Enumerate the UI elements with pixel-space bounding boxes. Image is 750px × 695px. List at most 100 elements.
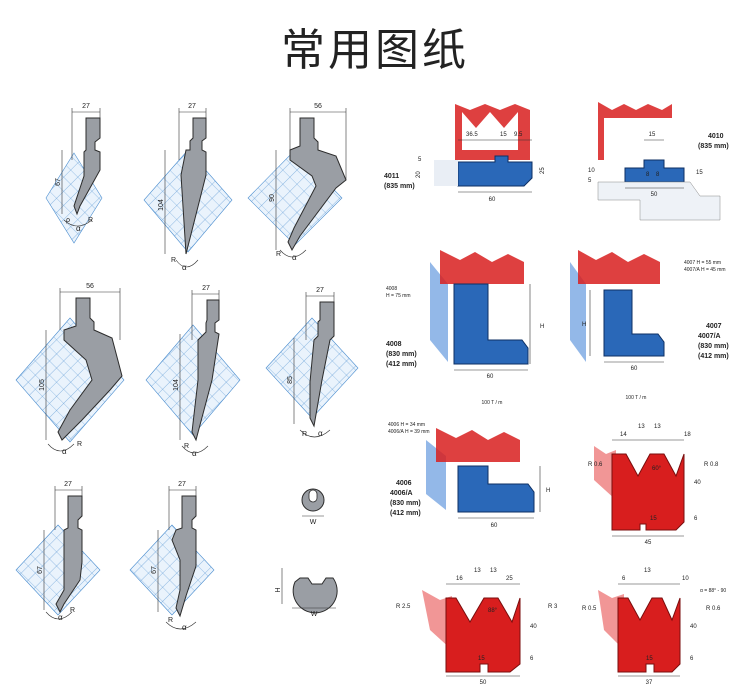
punch-profile (287, 117, 347, 252)
die-block (624, 159, 685, 183)
svg-text:15: 15 (650, 516, 657, 522)
svg-text:16: 16 (456, 576, 463, 582)
model-label: 4007 (706, 323, 722, 330)
svg-text:60: 60 (491, 523, 498, 529)
r-label: R (77, 441, 82, 448)
die-block (445, 597, 521, 673)
punch-profile (180, 117, 207, 255)
angle-label: α (182, 623, 187, 632)
svg-text:4007/A H = 45 mm: 4007/A H = 45 mm (684, 267, 726, 273)
svg-text:37: 37 (646, 680, 653, 686)
height-dim: 85 (287, 376, 294, 384)
model-label: 4011 (384, 173, 399, 180)
punch-4: 56 105 R α (15, 283, 125, 456)
punch-profile (73, 117, 101, 216)
h-label: H (275, 587, 282, 592)
height-dim: 67 (151, 566, 158, 574)
small-tip-profile: W (301, 488, 325, 526)
die-4011: 60 36.5 15 9.5 5 20 25 4011 (835 mm) (384, 104, 546, 203)
svg-text:13: 13 (490, 568, 497, 574)
punch-6: 27 85 R α (265, 287, 359, 438)
svg-text:4006/A H = 39 mm: 4006/A H = 39 mm (388, 429, 430, 435)
svg-text:50: 50 (480, 680, 487, 686)
svg-text:13: 13 (638, 424, 645, 430)
height-dim: 104 (173, 379, 180, 391)
die-4010: 15 10 5 15 8 8 50 4010 (835 mm) (588, 102, 729, 221)
page-title: 常用图纸 (281, 25, 469, 76)
load-label: 100 T / m (626, 395, 647, 401)
w-label: W (311, 611, 318, 618)
svg-text:13: 13 (644, 568, 651, 574)
svg-text:40: 40 (694, 480, 701, 486)
width-dim: 27 (316, 287, 324, 294)
width-dim: 27 (178, 481, 186, 488)
die-4008: H 60 4008 H = 75 mm 4008 (830 mm) (412 m… (386, 250, 544, 406)
height-dim: 104 (158, 199, 165, 211)
svg-text:6: 6 (690, 656, 694, 662)
svg-text:4007/A: 4007/A (698, 333, 721, 340)
svg-text:18: 18 (684, 432, 691, 438)
height-dim: 105 (39, 379, 46, 391)
die-block (457, 465, 535, 513)
svg-text:5: 5 (418, 157, 422, 163)
length-label: (835 mm) (384, 183, 415, 190)
punch-profile (191, 299, 220, 442)
large-tip-profile: H W (275, 568, 338, 618)
r-label: R (184, 443, 189, 450)
svg-text:13: 13 (474, 568, 481, 574)
model-label: 4008 (386, 341, 402, 348)
svg-text:60°: 60° (652, 466, 662, 472)
grid-background (129, 524, 215, 616)
angle-label: α (192, 449, 197, 458)
r-label: R (70, 607, 75, 614)
angle-label: α (76, 224, 81, 233)
punch-3: 56 90 R α (247, 103, 347, 262)
svg-text:H: H (546, 488, 550, 494)
svg-text:(412 mm): (412 mm) (698, 353, 729, 360)
svg-text:R 2.5: R 2.5 (396, 604, 411, 610)
svg-text:8: 8 (656, 172, 660, 178)
svg-text:20: 20 (416, 171, 422, 178)
punch-5: 27 104 R α (145, 285, 241, 458)
svg-text:4007 H = 55 mm: 4007 H = 55 mm (684, 260, 721, 266)
width-dim: 27 (188, 103, 196, 110)
svg-text:R 0.6: R 0.6 (706, 606, 721, 612)
width-dim: 27 (202, 285, 210, 292)
svg-text:45: 45 (645, 540, 652, 546)
r-label: R (88, 217, 93, 224)
grid-background (145, 324, 241, 436)
die-block (457, 155, 533, 187)
svg-text:6: 6 (694, 516, 698, 522)
svg-text:(412 mm): (412 mm) (386, 361, 417, 368)
r-label: R (168, 617, 173, 624)
punch-2: 27 104 R α (143, 103, 233, 272)
rho-label: ρ (66, 217, 70, 224)
svg-text:15: 15 (696, 170, 703, 176)
angle-label: α (318, 429, 323, 438)
load-label: 100 T / m (482, 400, 503, 406)
punch-profile (57, 297, 123, 441)
punch-8: 27 67 R α (129, 481, 215, 632)
punch-profile (171, 495, 197, 618)
svg-text:15: 15 (649, 132, 656, 138)
width-dim: 56 (86, 283, 94, 290)
svg-text:25: 25 (540, 167, 546, 174)
svg-text:4006/A: 4006/A (390, 490, 413, 497)
punch-profile (55, 495, 83, 614)
svg-text:60: 60 (489, 197, 496, 203)
svg-text:(830 mm): (830 mm) (386, 351, 417, 358)
svg-text:9.5: 9.5 (514, 132, 523, 138)
model-label: 4006 (396, 480, 412, 487)
svg-text:(830 mm): (830 mm) (698, 343, 729, 350)
die-4007: H 60 4007 H = 55 mm 4007/A H = 45 mm 400… (570, 250, 729, 401)
svg-text:60: 60 (631, 366, 638, 372)
width-dim: 27 (64, 481, 72, 488)
red-die-3: 6 13 10 α = 88° - 90 R 0.5 R 0.6 40 6 15… (582, 568, 726, 686)
svg-text:50: 50 (651, 192, 658, 198)
svg-text:4006 H = 34 mm: 4006 H = 34 mm (388, 422, 425, 428)
svg-text:(412 mm): (412 mm) (390, 510, 421, 517)
angle-label: α (58, 613, 63, 622)
svg-text:8: 8 (646, 172, 650, 178)
svg-text:5: 5 (588, 178, 592, 184)
